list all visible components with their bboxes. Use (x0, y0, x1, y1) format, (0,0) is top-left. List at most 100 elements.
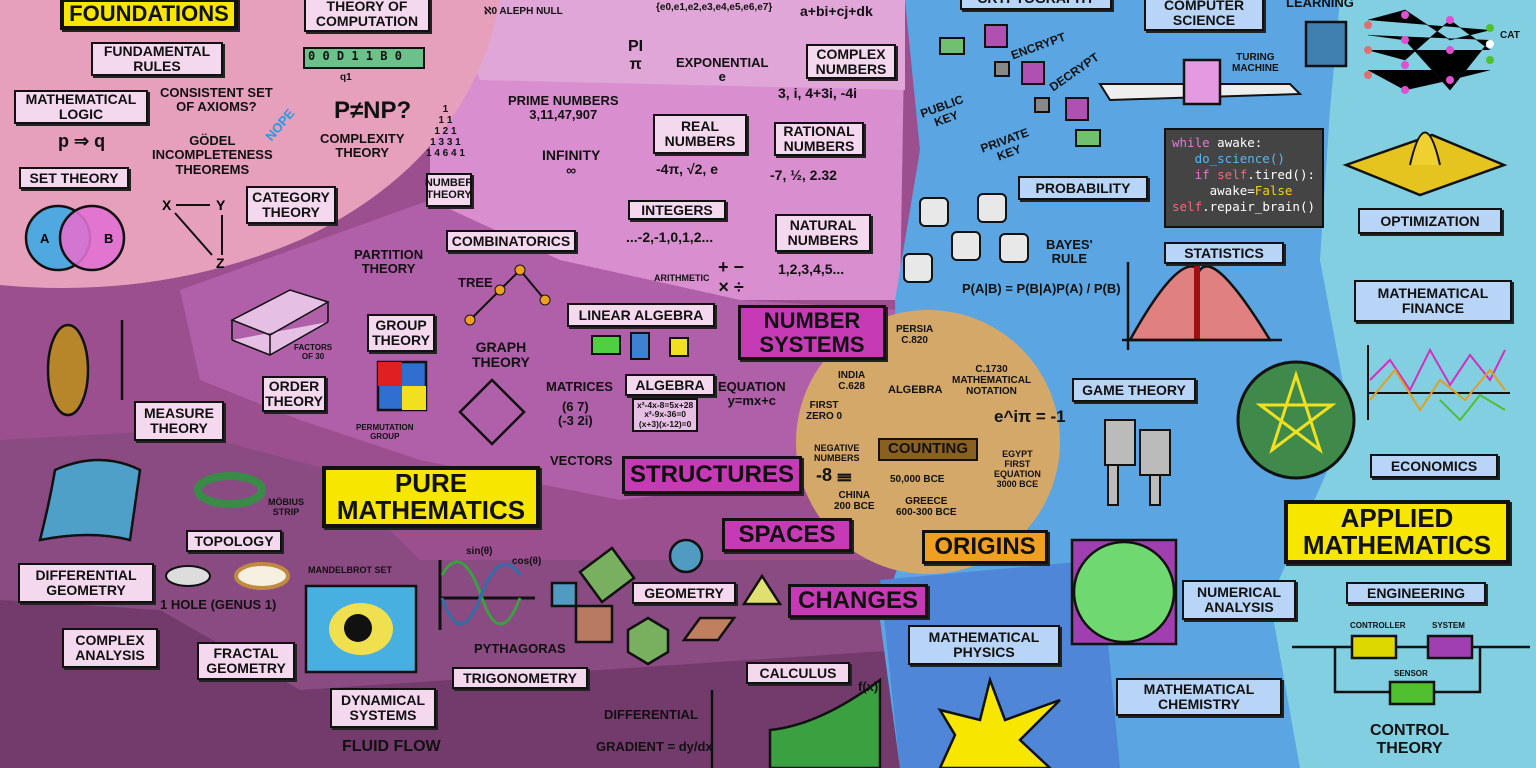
code-text: .tired(): (1247, 167, 1315, 182)
label-engineering[interactable]: ENGINEERING (1346, 582, 1486, 604)
label-rational-numbers[interactable]: RATIONAL NUMBERS (774, 122, 864, 156)
note-sensor: SENSOR (1394, 669, 1428, 678)
note-notation: c.1730 MATHEMATICAL NOTATION (952, 364, 1032, 397)
integral-area (768, 677, 882, 768)
note-cos: cos(θ) (512, 556, 542, 567)
label-economics[interactable]: ECONOMICS (1370, 454, 1498, 478)
note-octonions: {e0,e1,e2,e3,e4,e5,e6,e7} (656, 2, 773, 13)
section-number-systems[interactable]: NUMBER SYSTEMS (738, 305, 886, 360)
label-trigonometry[interactable]: TRIGONOMETRY (452, 667, 588, 689)
label-combinatorics[interactable]: COMBINATORICS (446, 230, 576, 252)
code-text: .repair_brain() (1202, 199, 1315, 214)
cat-box-image (1304, 20, 1348, 68)
label-fractal-geometry[interactable]: FRACTAL GEOMETRY (197, 642, 295, 680)
note-p-vs-np: P≠NP? (334, 97, 412, 124)
note-50000bce: 50,000 BCE (890, 474, 945, 485)
label-real-numbers[interactable]: REAL NUMBERS (653, 114, 747, 154)
note-partition-theory: PARTITION THEORY (354, 247, 424, 277)
turing-machine-icon (1182, 58, 1222, 106)
label-mathematical-physics[interactable]: MATHEMATICAL PHYSICS (908, 625, 1060, 665)
section-spaces[interactable]: SPACES (722, 518, 852, 552)
label-complex-analysis[interactable]: COMPLEX ANALYSIS (62, 628, 158, 668)
label-measure-theory[interactable]: MEASURE THEORY (134, 401, 224, 441)
note-differential: DIFFERENTIAL (604, 707, 698, 722)
code-self: self (1172, 199, 1203, 214)
note-cat: CAT (1500, 30, 1520, 41)
section-changes[interactable]: CHANGES (788, 584, 928, 618)
label-topology[interactable]: TOPOLOGY (186, 530, 282, 552)
note-matrices: MATRICES (546, 379, 613, 394)
note-persia: PERSIA c.820 (896, 324, 934, 346)
note-natural-examples: 1,2,3,4,5... (778, 261, 845, 277)
note-tape: 0 0 D 1 1 B 0 (308, 49, 402, 63)
label-linear-algebra[interactable]: LINEAR ALGEBRA (567, 303, 715, 327)
note-quaternions: a+bi+cj+dk (800, 3, 873, 19)
label-group-theory[interactable]: GROUP THEORY (367, 314, 435, 352)
note-prime-numbers: PRIME NUMBERS 3,11,47,907 (508, 93, 619, 123)
bell-curve (1122, 262, 1282, 350)
label-statistics[interactable]: STATISTICS (1164, 242, 1284, 264)
label-algebra[interactable]: ALGEBRA (625, 374, 715, 396)
label-category-theory[interactable]: CATEGORY THEORY (246, 186, 336, 224)
label-cryptography[interactable]: CRYPTOGRAPHY (960, 0, 1112, 10)
label-probability[interactable]: PROBABILITY (1018, 176, 1148, 200)
svg-text:Y: Y (216, 197, 226, 213)
note-bayes-formula: P(A|B) = P(B|A)P(A) / P(B) (962, 281, 1121, 296)
monte-carlo-circle (1072, 540, 1176, 644)
note-pi: PI π (628, 38, 644, 73)
label-theory-of-computation[interactable]: THEORY OF COMPUTATION (304, 0, 430, 32)
label-integers[interactable]: INTEGERS (628, 200, 726, 220)
mobius-strip (194, 472, 266, 508)
label-computer-science[interactable]: COMPUTER SCIENCE (1144, 0, 1264, 31)
robots-icon (1104, 419, 1171, 506)
code-false: False (1254, 183, 1293, 198)
label-calculus[interactable]: CALCULUS (746, 662, 850, 684)
section-origins[interactable]: ORIGINS (922, 530, 1048, 564)
note-factors-of-30: FACTORS OF 30 (294, 343, 333, 361)
note-state: q1 (340, 72, 352, 83)
label-order-theory[interactable]: ORDER THEORY (262, 376, 326, 412)
label-differential-geometry[interactable]: DIFFERENTIAL GEOMETRY (18, 563, 154, 603)
note-india: INDIA c.628 (838, 370, 866, 392)
note-infinity: INFINITY ∞ (542, 147, 601, 179)
label-set-theory[interactable]: SET THEORY (19, 167, 129, 189)
label-number-theory[interactable]: NUMBER THEORY (425, 173, 473, 207)
note-pythagoras: PYTHAGORAS (474, 641, 566, 656)
turing-tape (303, 47, 425, 69)
note-control-theory: CONTROL THEORY (1370, 722, 1450, 757)
section-applied-mathematics[interactable]: APPLIED MATHEMATICS (1284, 500, 1510, 564)
label-geometry[interactable]: GEOMETRY (632, 582, 736, 604)
code-text: awake: (1209, 135, 1263, 150)
note-turing-machine: TURING MACHINE (1232, 52, 1279, 74)
label-mathematical-chemistry[interactable]: MATHEMATICAL CHEMISTRY (1116, 678, 1282, 716)
code-keyword: while (1172, 135, 1210, 150)
section-pure-mathematics[interactable]: PURE MATHEMATICS (322, 466, 540, 528)
label-numerical-analysis[interactable]: NUMERICAL ANALYSIS (1182, 580, 1296, 620)
label-complex-numbers[interactable]: COMPLEX NUMBERS (806, 44, 896, 79)
section-structures[interactable]: STRUCTURES (622, 456, 802, 494)
label-mathematical-logic[interactable]: MATHEMATICAL LOGIC (14, 90, 148, 124)
note-consistent-axioms: CONSISTENT SET OF AXIOMS? (160, 85, 273, 115)
note-learning: LEARNING (1286, 0, 1354, 10)
svg-text:B: B (104, 231, 113, 246)
note-operators: + − × ÷ (718, 257, 745, 297)
label-optimization[interactable]: OPTIMIZATION (1358, 208, 1502, 234)
note-egypt: EGYPT FIRST EQUATION 3000 BCE (994, 449, 1041, 489)
label-dynamical-systems[interactable]: DYNAMICAL SYSTEMS (330, 688, 436, 728)
label-natural-numbers[interactable]: NATURAL NUMBERS (775, 214, 871, 252)
finance-chart (1367, 345, 1510, 422)
globe-icon (1236, 360, 1356, 480)
note-algebra-origin: ALGEBRA (888, 384, 943, 396)
code-snippet: while awake: do_science() if self.tired(… (1164, 128, 1324, 228)
note-mobius-strip: MÖBIUS STRIP (268, 497, 304, 517)
note-first-zero: FIRST ZERO 0 (806, 400, 843, 422)
svg-text:Z: Z (216, 255, 225, 271)
neural-network-icon (1367, 9, 1491, 91)
label-fundamental-rules[interactable]: FUNDAMENTAL RULES (91, 42, 223, 76)
label-game-theory[interactable]: GAME THEORY (1072, 378, 1196, 402)
label-mathematical-finance[interactable]: MATHEMATICAL FINANCE (1354, 280, 1512, 322)
section-foundations[interactable]: FOUNDATIONS (60, 0, 238, 30)
note-controller: CONTROLLER (1350, 621, 1406, 630)
note-implication: p ⇒ q (58, 131, 106, 151)
note-graph-theory: GRAPH THEORY (472, 339, 530, 371)
